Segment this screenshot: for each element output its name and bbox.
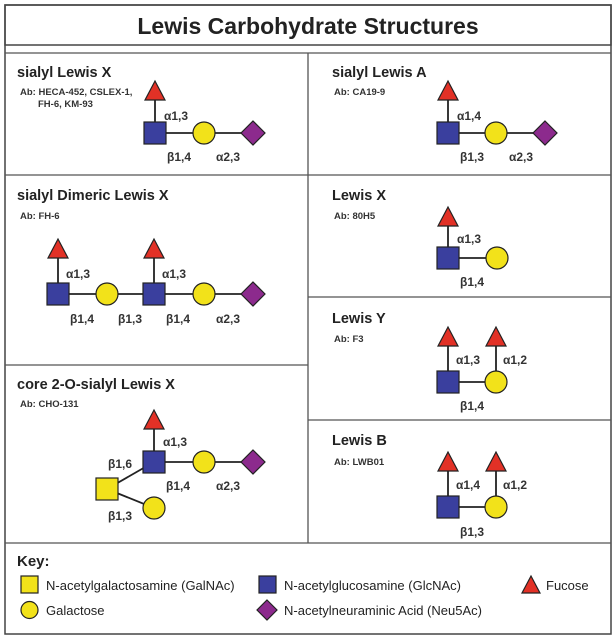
linkage-label: α1,4 — [457, 109, 481, 123]
fucose-icon — [485, 450, 507, 472]
linkage-label: α1,2 — [503, 478, 527, 492]
diagram-title: Lewis Carbohydrate Structures — [137, 13, 478, 39]
title-frame — [4, 4, 612, 46]
fucose-icon — [437, 325, 459, 347]
glcnac-icon — [142, 450, 166, 474]
linkage-label: β1,4 — [167, 150, 191, 164]
linkage-label: β1,6 — [108, 457, 132, 471]
neu5ac-icon — [240, 120, 266, 146]
fucose-icon — [47, 237, 69, 259]
linkage-label: α2,3 — [216, 479, 240, 493]
panel-title: core 2-O-sialyl Lewis X — [17, 377, 175, 393]
fucose-icon — [485, 325, 507, 347]
panel-lewis-y: Lewis Y Ab: F3 α1,3 α1,2 β1,4 — [332, 311, 527, 413]
glcnac-icon — [436, 121, 460, 145]
panel-title: Lewis B — [332, 433, 387, 449]
panel-lewis-x: Lewis X Ab: 80H5 α1,3 β1,4 — [332, 188, 509, 289]
key-galnac-label: N-acetylgalactosamine (GalNAc) — [46, 578, 235, 593]
panel-lewis-b: Lewis B Ab: LWB01 α1,4 α1,2 β1,3 — [332, 433, 527, 539]
glcnac-icon — [142, 282, 166, 306]
linkage-label: α1,3 — [163, 435, 187, 449]
key-legend: Key: N-acetylgalactosamine (GalNAc) N-ac… — [17, 553, 589, 621]
galactose-icon — [485, 246, 509, 270]
panel-title: sialyl Lewis X — [17, 65, 112, 81]
antibody-text: Ab: CHO-131 — [20, 399, 79, 410]
linkage-label: α1,3 — [456, 353, 480, 367]
antibody-text: Ab: 80H5 — [334, 211, 376, 222]
galactose-icon — [484, 370, 508, 394]
linkage-label: α1,3 — [164, 109, 188, 123]
linkage-label: α2,3 — [216, 150, 240, 164]
galnac-icon — [20, 575, 39, 594]
linkage-label: β1,3 — [108, 509, 132, 523]
linkage-label: α2,3 — [509, 150, 533, 164]
key-heading: Key: — [17, 553, 50, 570]
glcnac-icon — [258, 575, 277, 594]
linkage-label: α1,3 — [66, 267, 90, 281]
antibody-text: Ab: F3 — [334, 334, 364, 345]
panel-sialyl-lewis-a: sialyl Lewis A Ab: CA19-9 α1,4 β1,3 α2,3 — [332, 65, 558, 164]
glcnac-icon — [436, 370, 460, 394]
panel-title: sialyl Dimeric Lewis X — [17, 188, 169, 204]
linkage-label: β1,3 — [460, 525, 484, 539]
key-galactose-label: Galactose — [46, 603, 105, 618]
galactose-icon — [20, 600, 39, 620]
panel-title: sialyl Lewis A — [332, 65, 427, 81]
neu5ac-icon — [532, 120, 558, 146]
galactose-icon — [484, 495, 508, 519]
galactose-icon — [192, 282, 216, 306]
panel-title: Lewis Y — [332, 311, 386, 327]
linkage-label: β1,4 — [460, 275, 484, 289]
linkage-label: β1,4 — [70, 312, 94, 326]
antibody-text: Ab: HECA-452, CSLEX-1, — [20, 87, 132, 98]
linkage-label: α1,3 — [162, 267, 186, 281]
glcnac-icon — [436, 495, 460, 519]
linkage-label: β1,4 — [166, 479, 190, 493]
fucose-icon — [437, 450, 459, 472]
fucose-icon — [143, 237, 165, 259]
linkage-label: α1,3 — [457, 232, 481, 246]
galactose-icon — [95, 282, 119, 306]
linkage-label: β1,3 — [460, 150, 484, 164]
galactose-icon — [484, 121, 508, 145]
neu5ac-icon — [240, 449, 266, 475]
panel-title: Lewis X — [332, 188, 386, 204]
fucose-icon — [437, 79, 459, 101]
linkage-label: α2,3 — [216, 312, 240, 326]
fucose-icon — [521, 574, 541, 594]
panel-core2-sialyl-lewis-x: core 2-O-sialyl Lewis X Ab: CHO-131 α1,3… — [17, 377, 266, 523]
glcnac-icon — [143, 121, 167, 145]
glcnac-icon — [436, 246, 460, 270]
antibody-text: Ab: LWB01 — [334, 457, 385, 468]
neu5ac-icon — [256, 599, 278, 621]
galactose-icon — [192, 450, 216, 474]
antibody-text: Ab: FH-6 — [20, 211, 60, 222]
linkage-label: α1,4 — [456, 478, 480, 492]
key-neu5ac-label: N-acetylneuraminic Acid (Neu5Ac) — [284, 603, 482, 618]
linkage-label: β1,4 — [166, 312, 190, 326]
neu5ac-icon — [240, 281, 266, 307]
fucose-icon — [437, 205, 459, 227]
galactose-icon — [142, 496, 166, 520]
antibody-text-cont: FH-6, KM-93 — [38, 99, 93, 110]
fucose-icon — [143, 408, 165, 430]
linkage-label: β1,4 — [460, 399, 484, 413]
panel-sialyl-dimeric-lewis-x: sialyl Dimeric Lewis X Ab: FH-6 α1,3 α1,… — [17, 188, 266, 326]
galnac-icon — [95, 477, 119, 501]
key-fucose-label: Fucose — [546, 578, 589, 593]
galactose-icon — [192, 121, 216, 145]
antibody-text: Ab: CA19-9 — [334, 87, 385, 98]
panel-sialyl-lewis-x: sialyl Lewis X Ab: HECA-452, CSLEX-1, FH… — [17, 65, 266, 164]
linkage-label: α1,2 — [503, 353, 527, 367]
fucose-icon — [144, 79, 166, 101]
key-glcnac-label: N-acetylglucosamine (GlcNAc) — [284, 578, 461, 593]
linkage-label: β1,3 — [118, 312, 142, 326]
glcnac-icon — [46, 282, 70, 306]
